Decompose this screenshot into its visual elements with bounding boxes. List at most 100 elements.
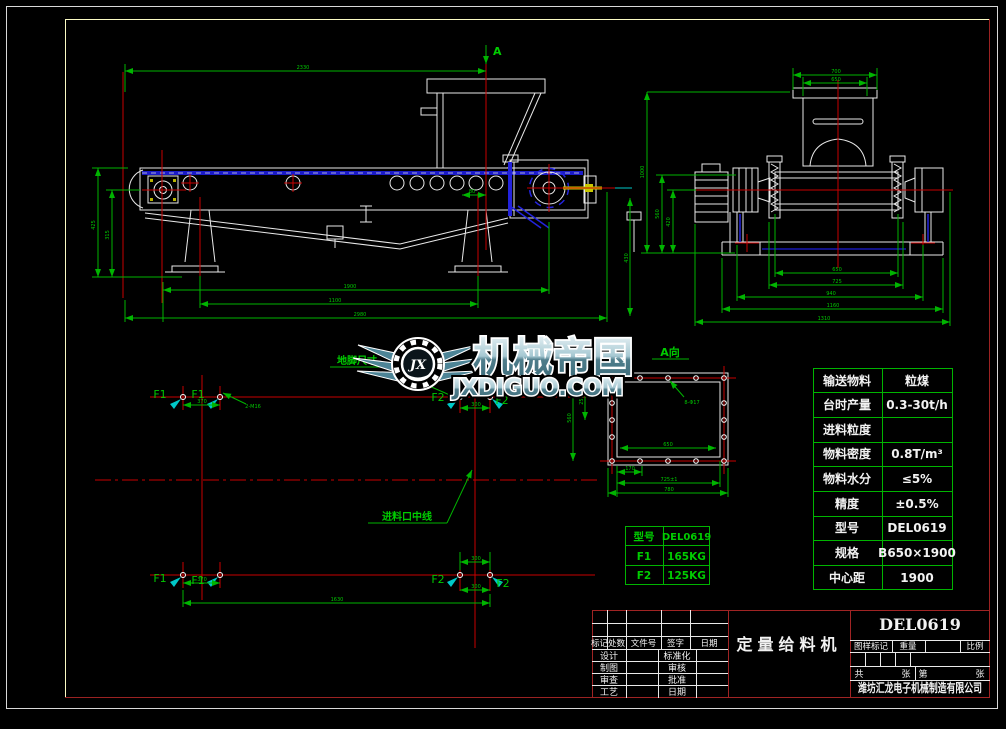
rev-header: 文件号	[631, 638, 657, 649]
sheet-label: 张	[901, 669, 910, 680]
spec-value: B650×1900	[878, 546, 956, 560]
spec-label: 物料密度	[823, 446, 872, 461]
logo-name: 机械帝国	[473, 335, 633, 381]
dim-label: 650	[832, 267, 842, 273]
company-name: 潍坊汇龙电子机械制造有限公司	[857, 680, 982, 695]
dim-label: 1630	[331, 597, 344, 603]
sheet-label: 第	[918, 668, 927, 680]
spec-value: DEL0619	[887, 521, 946, 535]
load-label: 型号	[634, 530, 655, 543]
dim-label: 300	[471, 556, 481, 562]
dim-label: F2	[431, 391, 444, 404]
spec-value: 1900	[900, 571, 933, 585]
dim-label: 300	[471, 402, 481, 408]
dim-label: 650	[831, 77, 841, 83]
model-number: DEL0619	[879, 615, 961, 634]
dim-label: 420	[666, 217, 672, 227]
role-label: 日期	[668, 687, 686, 698]
logo-monogram: JX	[407, 358, 427, 373]
view-a-label: A向	[660, 345, 680, 359]
spec-label: 物料水分	[823, 471, 871, 486]
dim-label: F1	[153, 388, 166, 401]
role-label: 制图	[600, 662, 618, 674]
load-value: 125KG	[667, 570, 706, 582]
load-label: F2	[637, 570, 651, 582]
dim-label: 370	[197, 399, 207, 405]
end-view	[641, 68, 953, 326]
dim-label: 8-Φ17	[684, 400, 699, 406]
plan-view	[95, 366, 598, 648]
role-label: 设计	[600, 650, 618, 662]
role-label: 审核	[668, 662, 686, 674]
dim-label: 700	[831, 69, 841, 75]
dim-label: F1	[153, 572, 166, 585]
dim-label: 170	[625, 466, 635, 472]
dim-label: 725	[832, 279, 842, 285]
load-value: DEL0619	[662, 532, 711, 543]
dim-label: 780	[664, 487, 674, 493]
info-header: 图样标记	[854, 641, 889, 652]
dim-label: 430	[624, 253, 630, 263]
dim-label: 1000	[640, 166, 646, 179]
spec-label: 进料粒度	[823, 422, 872, 437]
rev-header: 处数	[608, 638, 626, 649]
spec-label: 中心距	[829, 570, 865, 585]
dim-label: 1310	[818, 316, 831, 322]
spec-value: 0.3-30t/h	[886, 398, 948, 412]
dim-label: 2-M16	[245, 404, 261, 410]
spec-label: 型号	[835, 520, 859, 535]
logo-gear-icon: JX	[391, 337, 445, 391]
load-table: 型号 DEL0619 F1 165KG F2 125KG	[625, 526, 711, 585]
drawing-title: 定量给料机	[735, 635, 841, 654]
svg-text:机械帝国: 机械帝国	[473, 335, 633, 381]
side-view	[92, 45, 642, 322]
spec-value: 0.8T/m³	[891, 447, 943, 461]
dim-label: 1160	[827, 303, 840, 309]
a-direction-view	[567, 358, 736, 497]
spec-value: 粒煤	[905, 373, 929, 388]
sheet-label: 张	[975, 669, 984, 680]
watermark-logo: JX 机械帝国 机械帝国 机械帝国 JXDIGUO.COM JXDIGUO.CO…	[352, 331, 637, 405]
spec-value: ±0.5%	[895, 497, 938, 511]
dim-label: 1900	[344, 284, 357, 290]
dim-label: 315	[105, 230, 111, 240]
dim-label: 2980	[354, 312, 367, 318]
dim-label: F2	[495, 394, 508, 407]
role-label: 工艺	[600, 687, 618, 698]
title-block: 标记 处数 文件号 签字 日期 设计 制图 审查 工艺 标准化 审核 批准 日期…	[591, 609, 991, 699]
dim-label: 300	[471, 584, 481, 590]
dim-label: 940	[826, 291, 836, 297]
annotation-labels: A A向 地脚尺寸 进料口中线	[337, 45, 680, 523]
dim-label: F2	[431, 573, 444, 586]
svg-text:JXDIGUO.COM: JXDIGUO.COM	[451, 376, 624, 401]
spec-label: 台时产量	[823, 397, 871, 412]
spec-label: 规格	[835, 545, 860, 560]
inlet-note: 进料口中线	[382, 510, 432, 523]
sheet-label: 共	[854, 669, 863, 680]
spec-value: ≤5%	[902, 472, 932, 486]
dim-label: F1	[191, 388, 204, 401]
spec-label: 输送物料	[823, 373, 871, 388]
section-a-label: A	[493, 45, 502, 58]
rev-header: 签字	[667, 638, 684, 649]
load-label: F1	[637, 551, 651, 563]
dim-label: 425	[91, 220, 97, 230]
dim-label: 80	[469, 189, 475, 195]
dimension-labels: 2330425315190011002980804307006501000560…	[91, 65, 842, 603]
role-label: 标准化	[663, 650, 690, 662]
logo-site: JXDIGUO.COM	[451, 376, 624, 401]
spec-label: 精度	[835, 496, 860, 511]
dim-label: 370	[197, 577, 207, 583]
dim-label: 1100	[329, 298, 342, 304]
svg-text:JXDIGUO.COM: JXDIGUO.COM	[451, 376, 624, 401]
svg-text:机械帝国: 机械帝国	[473, 335, 633, 381]
dim-label: 560	[567, 413, 573, 423]
role-label: 审查	[600, 674, 618, 686]
spec-table: 输送物料 粒煤 台时产量 0.3-30t/h 进料粒度 物料密度 0.8T/m³…	[813, 368, 956, 590]
role-label: 批准	[668, 674, 686, 686]
dim-label: 255	[579, 395, 585, 405]
dim-label: 560	[655, 209, 661, 219]
info-header: 比例	[966, 641, 983, 652]
dim-label: 650	[663, 442, 673, 448]
